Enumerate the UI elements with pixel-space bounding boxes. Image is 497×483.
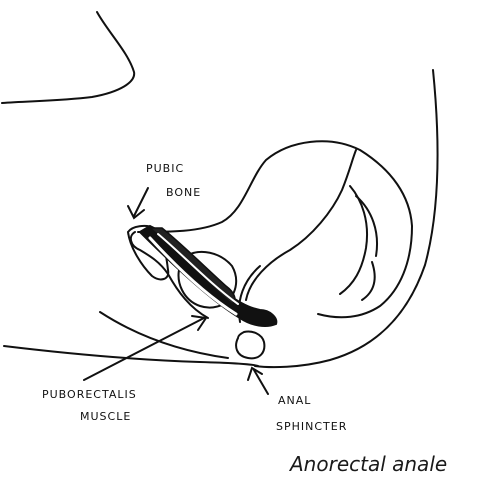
puborectalis-label-line1: PUBORECTALIS <box>42 388 137 401</box>
pubic-bone-label-line2: BONE <box>166 186 201 199</box>
anal-sphincter-label-line1: ANAL <box>278 394 311 407</box>
posterior-wall-line <box>100 312 228 358</box>
sacrum-curve <box>255 70 438 367</box>
sacral-fold-3 <box>362 262 375 300</box>
puborectalis-label-line2: MUSCLE <box>80 410 131 423</box>
anal-sphincter-label-line2: SPHINCTER <box>276 420 347 433</box>
sling-highlight-2 <box>158 234 238 304</box>
diagram-caption: Anorectal anale <box>290 452 490 476</box>
abdomen-outline <box>2 12 134 103</box>
pubic-bone-label-line1: PUBIC <box>146 162 184 175</box>
anal-canal <box>236 331 264 358</box>
rectum-outline <box>246 150 356 300</box>
